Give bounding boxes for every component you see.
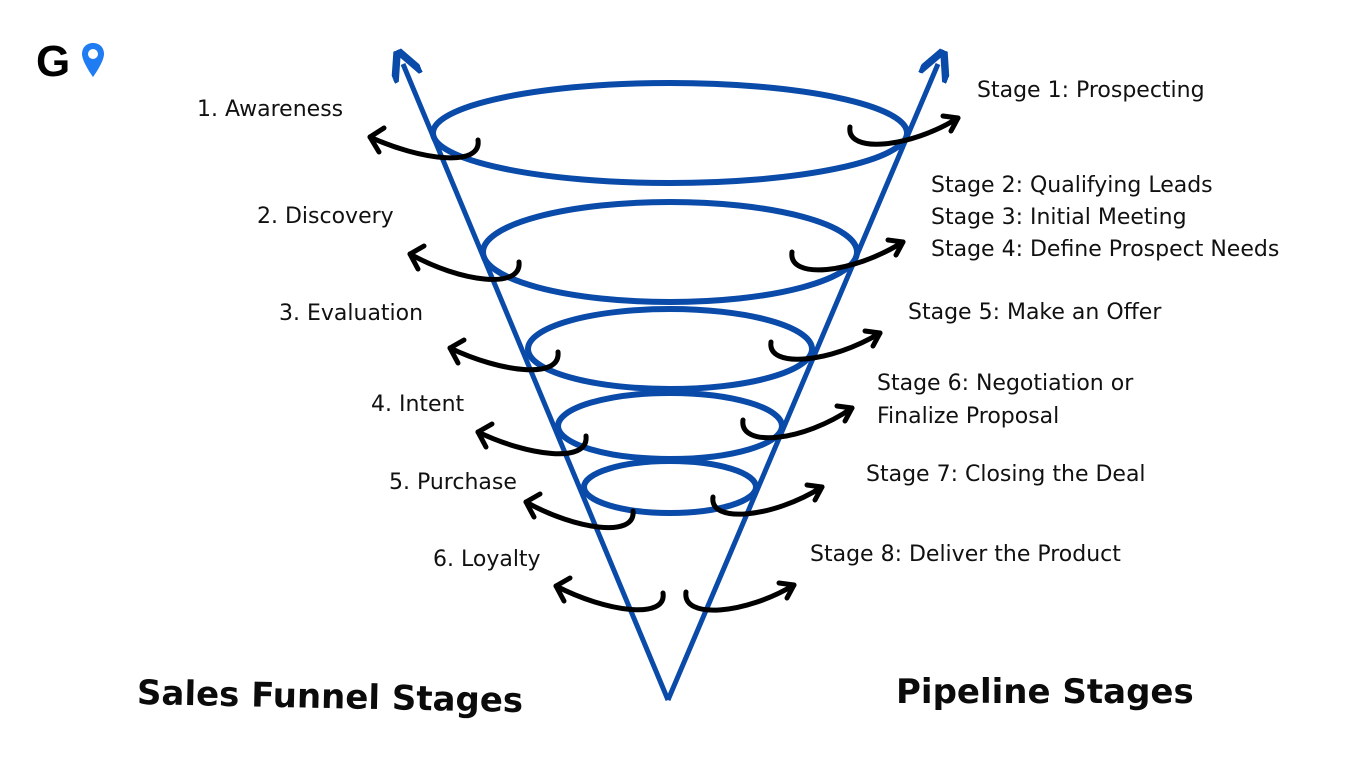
- pipeline-stages-title: Pipeline Stages: [896, 672, 1194, 712]
- left-arrow-2: [407, 251, 522, 282]
- pipeline-stage-6-line1: Stage 6: Negotiation or: [877, 371, 1134, 396]
- right-arrow-4-head: [834, 403, 855, 424]
- left-arrow-3: [447, 345, 561, 373]
- left-stage-awareness: 1. Awareness: [197, 97, 344, 122]
- pipeline-stage-4: Stage 4: Define Prospect Needs: [931, 237, 1280, 262]
- pipeline-stage-2: Stage 2: Qualifying Leads: [931, 173, 1213, 198]
- pipeline-stage-6-line2: Finalize Proposal: [877, 404, 1060, 429]
- pipeline-stage-5: Stage 5: Make an Offer: [908, 300, 1162, 325]
- right-arrow-3: [768, 330, 883, 362]
- right-arrow-4: [740, 405, 855, 441]
- left-arrow-1: [367, 134, 481, 161]
- map-pin-icon: [82, 43, 104, 77]
- pipeline-stage-8: Stage 8: Deliver the Product: [810, 542, 1121, 567]
- left-arrow-3-head: [447, 337, 467, 366]
- right-arrow-2: [789, 239, 906, 273]
- logo-letter: G: [36, 37, 70, 86]
- right-arrow-5: [710, 484, 825, 517]
- left-stage-purchase: 5. Purchase: [389, 470, 517, 495]
- right-arrow-6: [683, 582, 797, 613]
- pipeline-stage-1: Stage 1: Prospecting: [977, 78, 1205, 103]
- left-stage-evaluation: 3. Evaluation: [279, 301, 424, 326]
- funnel-ring-3: [525, 306, 815, 392]
- funnel-ring-5: [581, 458, 759, 516]
- left-arrow-4: [475, 429, 589, 457]
- left-arrow-6: [553, 583, 666, 613]
- right-arrow-3-head: [862, 328, 883, 349]
- left-arrow-1-head: [367, 125, 387, 155]
- left-stage-intent: 4. Intent: [371, 392, 465, 417]
- left-arrow-5: [523, 499, 636, 530]
- right-arrow-1: [847, 115, 961, 147]
- sales-funnel-title: Sales Funnel Stages: [136, 673, 524, 722]
- left-arrow-5-head: [523, 491, 543, 520]
- funnel-ring-1: [430, 80, 910, 186]
- pipeline-stage-3: Stage 3: Initial Meeting: [931, 205, 1187, 230]
- right-arrow-6-head: [776, 580, 797, 601]
- funnel-left-line: [403, 64, 671, 701]
- pipeline-stage-7: Stage 7: Closing the Deal: [866, 462, 1146, 487]
- funnel-ring-2: [480, 199, 860, 305]
- right-arrow-2-head: [885, 237, 906, 258]
- left-stage-loyalty: 6. Loyalty: [433, 547, 541, 572]
- left-stage-discovery: 2. Discovery: [257, 204, 394, 229]
- left-arrow-4-head: [475, 421, 495, 450]
- right-arrow-5-head: [804, 482, 825, 503]
- left-arrow-2-head: [407, 243, 427, 272]
- right-arrow-1-head: [940, 113, 961, 134]
- left-arrow-6-head: [553, 575, 573, 604]
- funnel-right-line: [665, 64, 938, 701]
- funnel-ring-4: [555, 390, 785, 462]
